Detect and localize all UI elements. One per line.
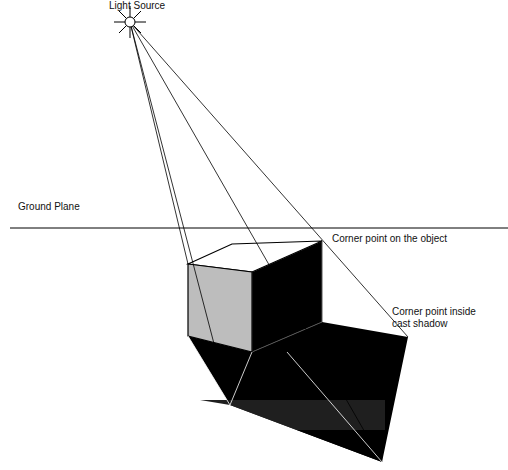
box-front-face xyxy=(188,264,252,352)
corner-shadow-label: Corner point inside cast shadow xyxy=(392,306,478,330)
ground-plane-line xyxy=(10,228,508,229)
corner-object-label: Corner point on the object xyxy=(332,233,502,245)
light-source-label: Light Source xyxy=(109,0,199,12)
shadow-ray-segments xyxy=(188,336,382,462)
overlay-band xyxy=(0,400,385,430)
ground-plane-label: Ground Plane xyxy=(18,201,118,213)
